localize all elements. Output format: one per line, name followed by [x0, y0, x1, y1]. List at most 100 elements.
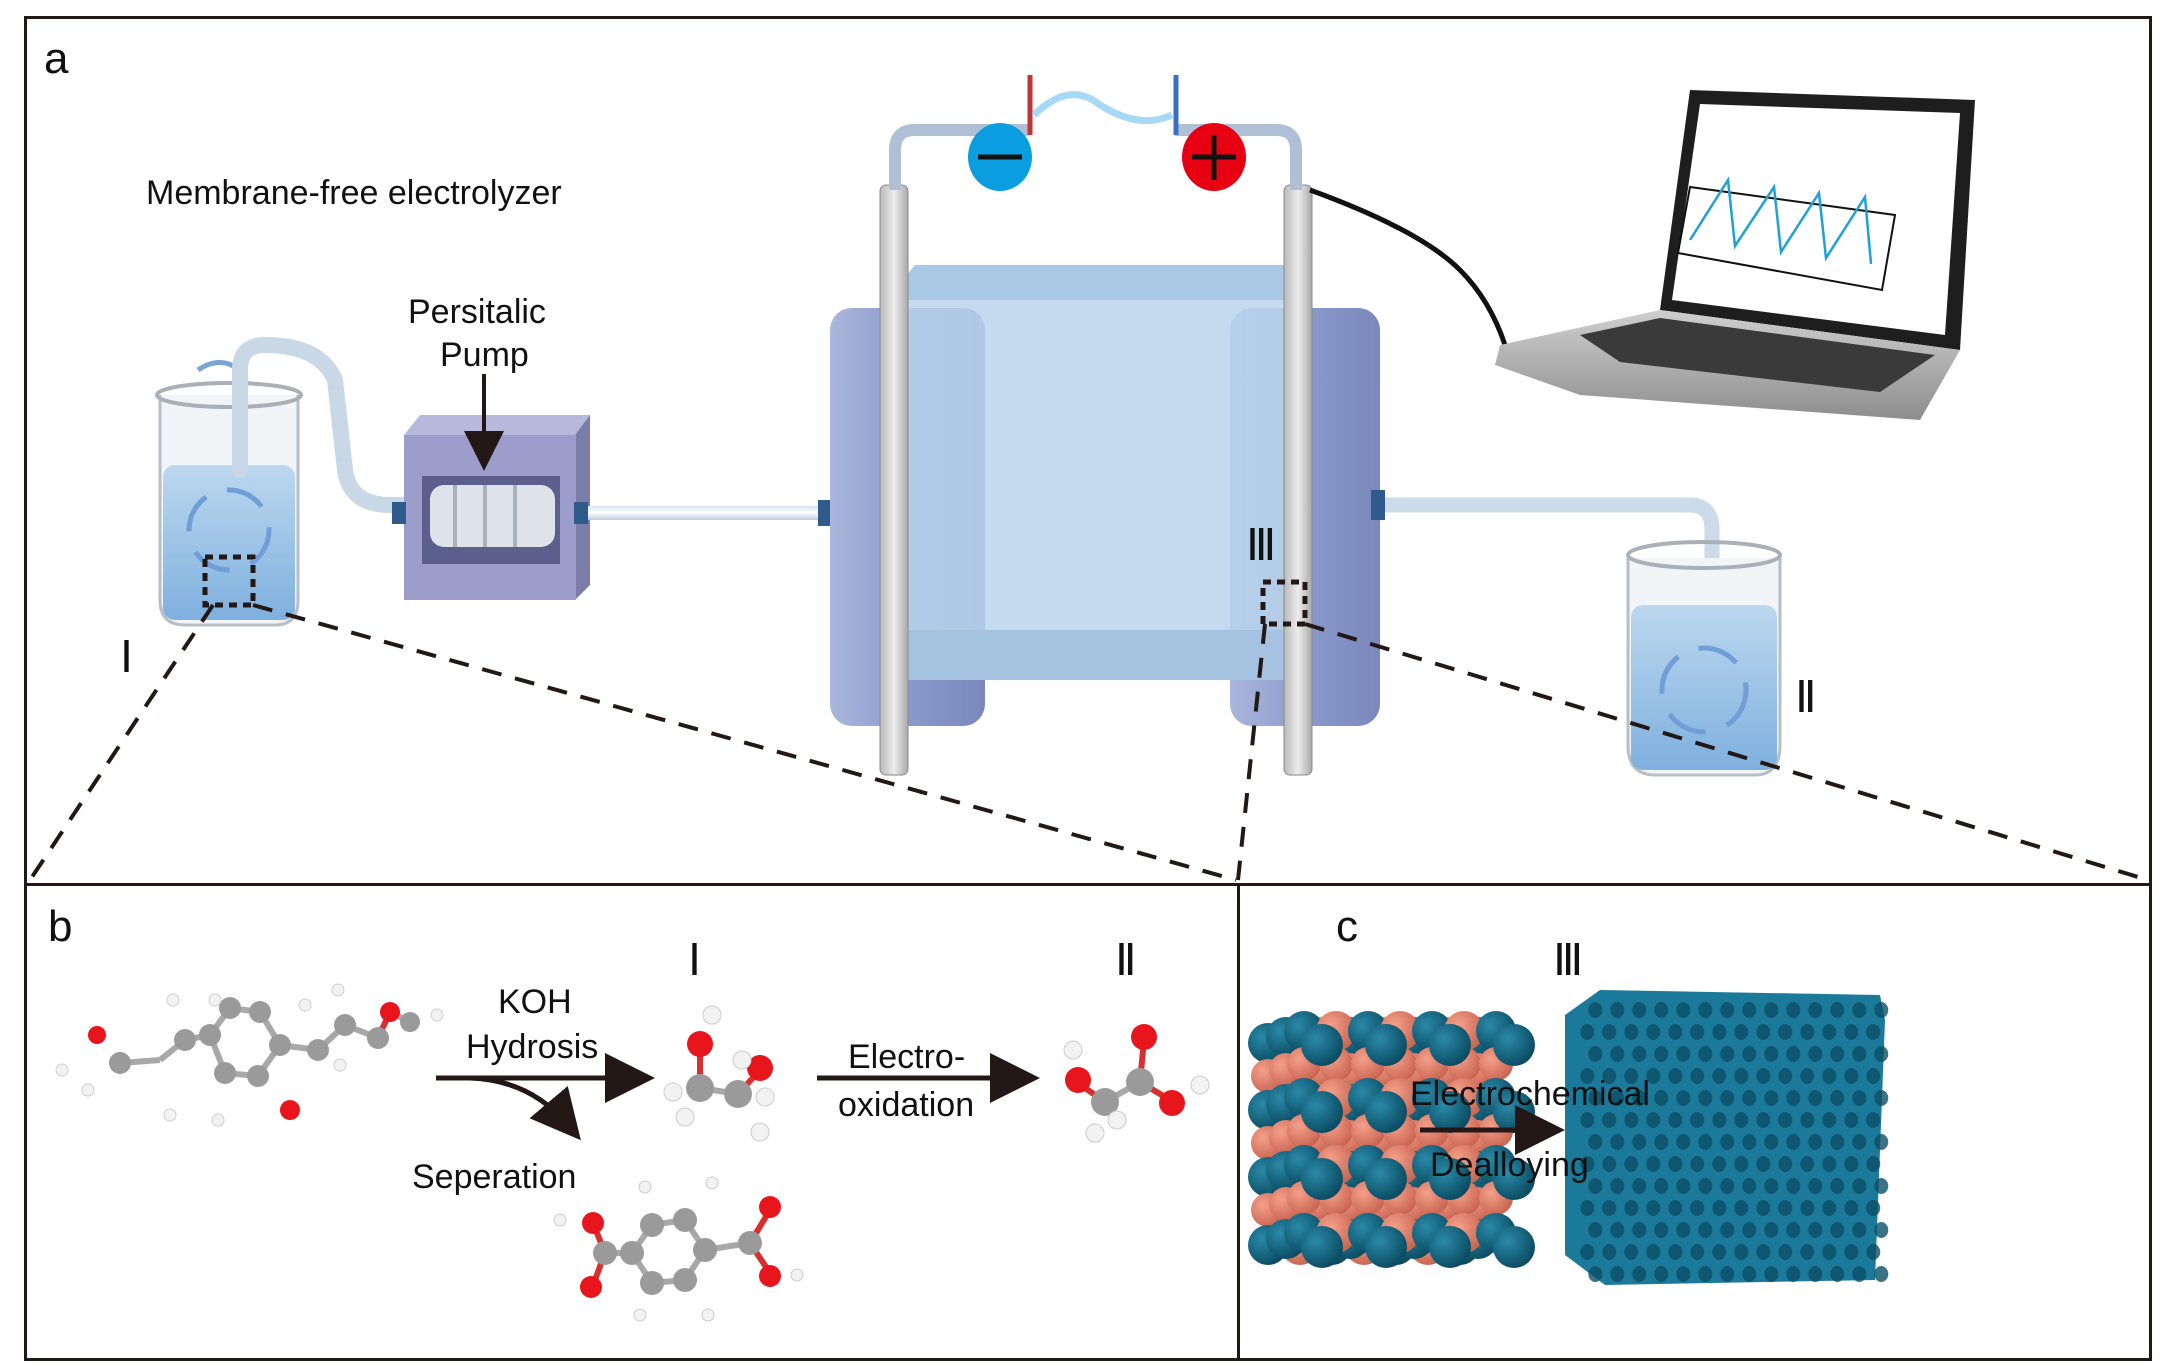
pore: [1654, 1046, 1669, 1062]
pore: [1830, 1090, 1845, 1106]
zoom-connector-lines: [28, 603, 2149, 882]
pore: [1668, 1156, 1683, 1172]
pore: [1786, 1046, 1801, 1062]
beaker-product: [1626, 540, 1782, 777]
pore: [1756, 1112, 1771, 1128]
panel-a-letter: a: [44, 34, 69, 83]
pore: [1874, 1046, 1889, 1062]
laptop-sawtooth-curve: [1688, 176, 1873, 265]
panel-c-frame: [1237, 883, 2152, 1361]
cell-to-outlet-tube: [1385, 497, 1720, 590]
alloy-atom-teal: [1365, 1226, 1407, 1268]
pore: [1742, 1090, 1757, 1106]
marker-III-panel-c: Ⅲ: [1553, 936, 1584, 985]
pore: [1588, 1222, 1603, 1238]
pore: [1602, 1156, 1617, 1172]
pore: [1742, 1046, 1757, 1062]
ethylene-glycol-molecule: [663, 1005, 775, 1142]
terephthalic-acid-molecule: [553, 1176, 804, 1322]
pore: [1632, 1002, 1647, 1018]
pore: [1654, 1002, 1669, 1018]
pore: [1602, 1200, 1617, 1216]
dealloying-label-line2: Dealloying: [1430, 1146, 1589, 1184]
pore: [1852, 1222, 1867, 1238]
pore: [1734, 1112, 1749, 1128]
pore: [1808, 1046, 1823, 1062]
alloy-atom-teal: [1301, 1226, 1343, 1268]
pore: [1580, 1200, 1595, 1216]
pore: [1822, 1244, 1837, 1260]
pump-label-line1: Persitalic: [408, 293, 546, 331]
pore: [1698, 1046, 1713, 1062]
pore: [1756, 1156, 1771, 1172]
pore: [1712, 1200, 1727, 1216]
pore: [1610, 1178, 1625, 1194]
pore: [1676, 1266, 1691, 1282]
pore: [1624, 1156, 1639, 1172]
pore: [1742, 1222, 1757, 1238]
pore: [1588, 1046, 1603, 1062]
alloy-atom-teal: [1301, 1091, 1343, 1133]
pore: [1866, 1156, 1881, 1172]
pore: [1698, 1266, 1713, 1282]
pore: [1764, 1090, 1779, 1106]
pore: [1874, 1134, 1889, 1150]
pore: [1734, 1068, 1749, 1084]
pore: [1852, 1090, 1867, 1106]
pore: [1690, 1112, 1705, 1128]
pore: [1668, 1024, 1683, 1040]
pore: [1844, 1024, 1859, 1040]
pore: [1756, 1200, 1771, 1216]
nanoporous-structure: [1565, 990, 1889, 1285]
pore: [1830, 1002, 1845, 1018]
pore: [1852, 1046, 1867, 1062]
pore: [1742, 1266, 1757, 1282]
pore: [1602, 1068, 1617, 1084]
pore: [1852, 1266, 1867, 1282]
pore: [1800, 1112, 1815, 1128]
pore: [1646, 1068, 1661, 1084]
pore: [1764, 1222, 1779, 1238]
pore: [1808, 1266, 1823, 1282]
pore: [1764, 1046, 1779, 1062]
pore: [1646, 1200, 1661, 1216]
pore: [1830, 1134, 1845, 1150]
pore: [1676, 1090, 1691, 1106]
pore: [1610, 1002, 1625, 1018]
pore: [1610, 1090, 1625, 1106]
pore: [1800, 1156, 1815, 1172]
pore: [1786, 1222, 1801, 1238]
pore: [1602, 1112, 1617, 1128]
pore: [1610, 1266, 1625, 1282]
pore: [1668, 1200, 1683, 1216]
pore: [1602, 1024, 1617, 1040]
alloy-atom-teal: [1365, 1158, 1407, 1200]
pore: [1610, 1134, 1625, 1150]
pore: [1646, 1024, 1661, 1040]
marker-II-panel-a: Ⅱ: [1795, 673, 1817, 722]
pore: [1668, 1244, 1683, 1260]
pore: [1808, 1002, 1823, 1018]
pore: [1852, 1002, 1867, 1018]
peristaltic-pump: [392, 415, 590, 600]
pore: [1822, 1200, 1837, 1216]
step2-label-line1: Electro-: [848, 1038, 966, 1076]
pore: [1742, 1178, 1757, 1194]
pore: [1610, 1046, 1625, 1062]
pore: [1830, 1222, 1845, 1238]
pump-to-cell-tube: [588, 506, 823, 520]
alloy-atom-teal: [1493, 1158, 1535, 1200]
panel-b-letter: b: [48, 902, 73, 951]
pore: [1646, 1112, 1661, 1128]
pore: [1624, 1024, 1639, 1040]
pore: [1866, 1068, 1881, 1084]
pore: [1712, 1156, 1727, 1172]
pore: [1800, 1068, 1815, 1084]
marker-I-panel-a: Ⅰ: [120, 633, 133, 682]
electrolyzer-title: Membrane-free electrolyzer: [146, 174, 562, 212]
marker-I-panel-b: Ⅰ: [688, 936, 701, 985]
pore: [1588, 1134, 1603, 1150]
alloy-atom-teal: [1429, 1024, 1471, 1066]
